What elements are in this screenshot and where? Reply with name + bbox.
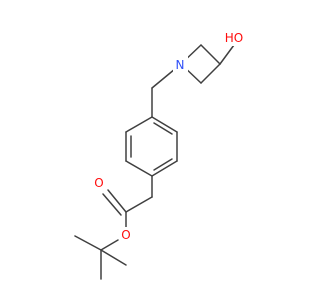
- atom-label-nitrogen: N: [176, 58, 185, 72]
- bond-c3-c-ring-lower: [200, 63, 221, 84]
- bond-tbu-methyl-left: [74, 235, 102, 251]
- atom-label-ether-oxygen: O: [121, 228, 130, 242]
- bond-tbu-methyl-right: [100, 249, 127, 266]
- bond-ring-6: [125, 116, 153, 133]
- bond-ring-4: [125, 160, 153, 177]
- atom-label-carbonyl-oxygen: O: [94, 176, 103, 190]
- bond-ch2-carbonyl: [125, 196, 153, 213]
- molecule-structure: HO N O O: [74, 30, 246, 280]
- bond-ring-inner-1: [153, 122, 173, 135]
- atom-label-layer: HO N O O: [92, 30, 246, 243]
- bond-ring-inner-2: [153, 158, 173, 171]
- bond-ring-1: [151, 116, 178, 133]
- bond-c-ring-upper-c3: [200, 44, 221, 65]
- bond-layer: [74, 44, 235, 280]
- bond-ring-3: [151, 160, 178, 177]
- bond-carbonyl-o-1: [107, 189, 127, 213]
- bond-o-tbu: [100, 239, 119, 251]
- atom-label-hydroxyl: HO: [225, 31, 243, 45]
- bond-carbonyl-o-2: [102, 193, 122, 216]
- bond-c3-oh: [219, 44, 235, 65]
